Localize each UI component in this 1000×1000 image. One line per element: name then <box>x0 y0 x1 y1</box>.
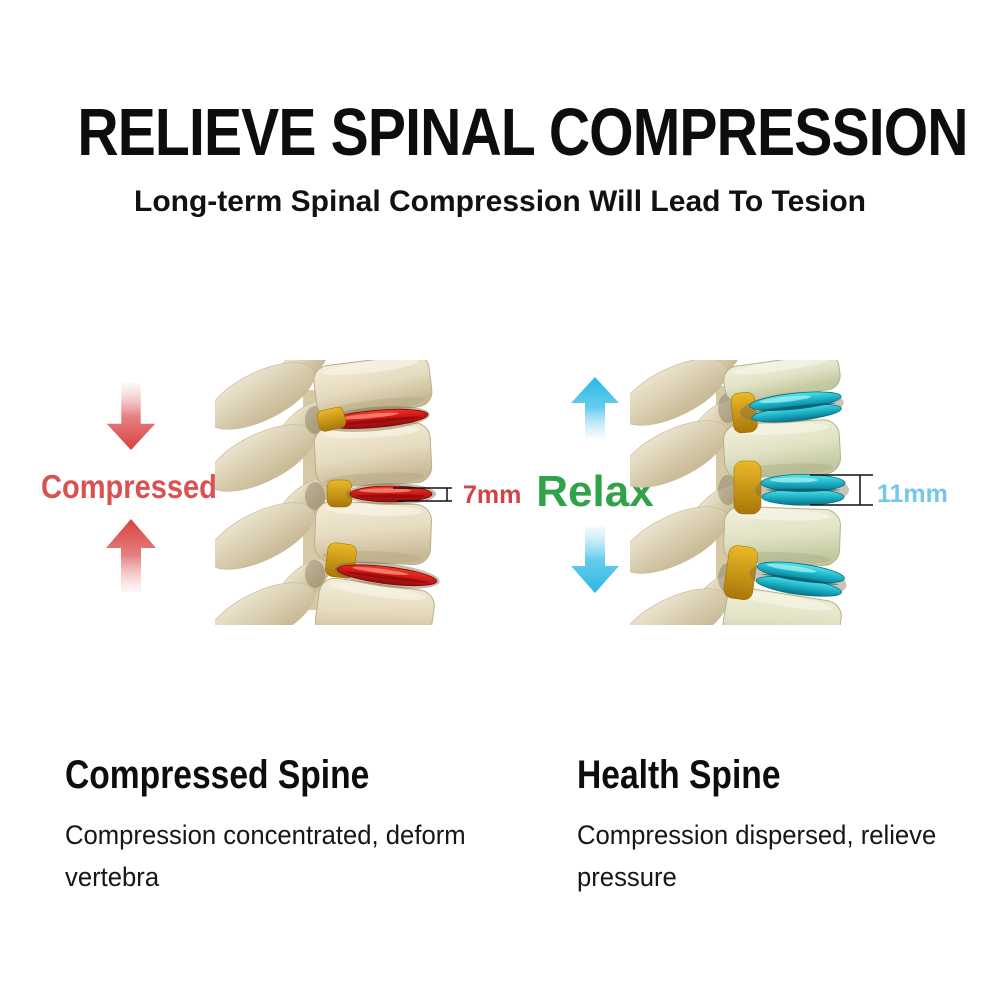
compressed-spine-illustration <box>215 360 452 625</box>
relax-up-arrow-icon <box>571 377 619 438</box>
compressed-caption-title: Compressed Spine <box>65 753 370 797</box>
compress-down-arrow-icon <box>106 383 156 451</box>
healthy-caption: Health Spine Compression dispersed, reli… <box>577 753 1000 899</box>
healthy-spine-illustration <box>630 360 873 625</box>
measurement-bracket <box>393 487 452 502</box>
measurement-bracket <box>810 474 873 506</box>
compressed-caption: Compressed Spine Compression concentrate… <box>65 753 525 899</box>
measurement-7mm: 7mm <box>463 481 522 509</box>
compress-up-arrow-icon <box>106 519 156 592</box>
page-title: RELIEVE SPINAL COMPRESSION <box>77 95 968 170</box>
healthy-caption-body: Compression dispersed, relieve pressure <box>577 820 937 892</box>
measurement-11mm: 11mm <box>877 480 948 508</box>
compressed-caption-body: Compression concentrated, deform vertebr… <box>65 820 466 892</box>
healthy-caption-title: Health Spine <box>577 753 781 797</box>
compressed-label: Compressed <box>41 468 217 505</box>
page-subtitle: Long-term Spinal Compression Will Lead T… <box>134 185 866 218</box>
relax-down-arrow-icon <box>571 526 619 593</box>
healthy-discs <box>723 391 849 600</box>
compressed-discs <box>316 406 440 589</box>
